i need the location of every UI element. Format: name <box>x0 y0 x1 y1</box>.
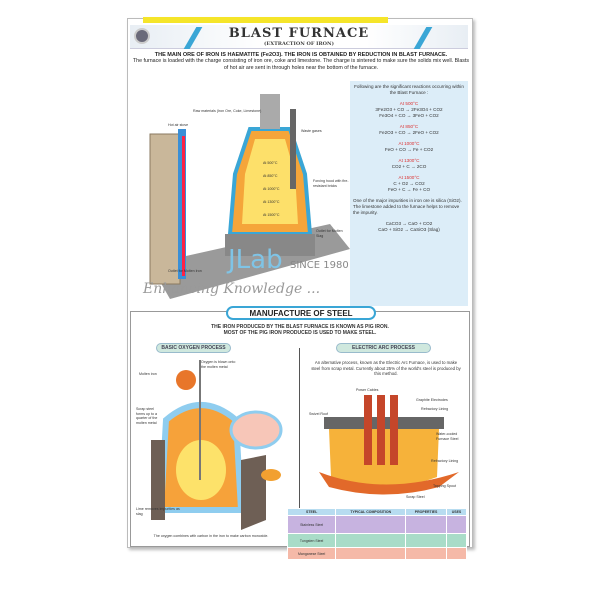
ladle <box>176 370 196 390</box>
table-cell: Stainless Steel <box>286 515 337 534</box>
steel-title: MANUFACTURE OF STEEL <box>226 306 376 320</box>
eaf-label: Water-cooled Furnace Steel <box>436 432 459 441</box>
steel-intro: THE IRON PRODUCED BY THE BLAST FURNACE I… <box>131 324 469 336</box>
electrode <box>377 395 385 465</box>
label-waste-gases: Waste gases <box>301 129 322 133</box>
eaf-title: ELECTRIC ARC PROCESS <box>336 343 431 353</box>
reaction-eq: FeO + CO → Fe + CO2 <box>384 147 434 152</box>
intro: THE MAIN ORE OF IRON IS HAEMATITE (Fe2O3… <box>132 52 470 71</box>
reaction-temp: At 1300°C <box>398 158 420 163</box>
furnace-core <box>242 139 298 224</box>
reaction-eq: Fe2O3 + CO → 2FeO + CO2 <box>379 130 439 135</box>
watermark-tagline: Enhancing Knowledge ... <box>143 281 321 297</box>
label-forcing-hood: Forcing hood with fire-resistant bricks <box>313 179 349 188</box>
poster: BLAST FURNACE (EXTRACTION OF IRON) THE M… <box>127 17 473 560</box>
bop-diagram <box>151 360 283 530</box>
intro-line2: The furnace is loaded with the charge co… <box>132 58 470 71</box>
furnace-top <box>260 94 280 129</box>
bop-label: Molten iron <box>139 372 157 376</box>
label-slag-outlet: Outlet for Molten Slag <box>316 229 343 238</box>
reaction-temp: At 500°C <box>399 101 419 106</box>
furnace-temp: At 1300°C <box>263 200 280 204</box>
header: BLAST FURNACE (EXTRACTION OF IRON) <box>130 25 468 49</box>
hot-air-pipe-inner <box>182 136 185 276</box>
bop-title: BASIC OXYGEN PROCESS <box>156 343 231 353</box>
hot-air-stove <box>149 133 181 285</box>
eaf-label: Graphite Electrodes <box>416 398 448 402</box>
table-row: Manganese Steel <box>286 547 468 560</box>
reaction-eq: FeO + C → Fe + CO <box>387 187 431 192</box>
divider <box>299 348 300 543</box>
support-left <box>151 440 165 520</box>
label-raw-materials: Raw materials (Iron Ore, Coke, Limestone… <box>193 109 262 113</box>
label-hot-air-stove: Hot air stove <box>168 123 189 127</box>
tilted-converter <box>229 410 283 450</box>
watermark-since: SINCE 1980 <box>290 260 349 271</box>
page-title: BLAST FURNACE <box>228 26 370 41</box>
steel-intro-1: THE IRON PRODUCED BY THE BLAST FURNACE I… <box>211 324 389 330</box>
logo-emblem <box>134 28 150 44</box>
furnace-hearth <box>225 234 315 256</box>
table-cell: Tungsten Steel <box>286 533 337 548</box>
table-row: Stainless Steel <box>286 515 468 534</box>
slag-eq: CaCO3 → CaO + CO2 <box>385 221 433 226</box>
eaf-label: Swivel Roof <box>309 412 328 416</box>
tapping-spout <box>319 472 459 495</box>
furnace-temp: At 850°C <box>263 174 278 178</box>
bop-label: Scrap steel forms up to a quarter of the… <box>136 407 158 425</box>
reactions-panel: Following are the significant reactions … <box>350 81 468 306</box>
table-header: TYPICAL COMPOSITION <box>335 508 407 516</box>
intro-line1: THE MAIN ORE OF IRON IS HAEMATITE (Fe2O3… <box>154 52 448 58</box>
table-header: USES <box>445 508 468 516</box>
top-strip <box>143 17 388 23</box>
table-cell: Manganese Steel <box>286 547 337 560</box>
furnace-temp: At 1500°C <box>263 213 280 217</box>
reaction-temp: At 850°C <box>399 124 419 129</box>
eaf-diagram <box>319 395 459 495</box>
watermark-brand: JLab <box>228 245 283 275</box>
table-header: STEEL <box>286 508 337 516</box>
skip-hoist <box>290 109 296 189</box>
steel-ladle <box>261 469 281 481</box>
blast-furnace-diagram <box>149 94 350 299</box>
steel-section: MANUFACTURE OF STEEL THE IRON PRODUCED B… <box>130 306 470 560</box>
eaf-label: Refractory Lining <box>431 459 459 463</box>
oxygen-lance <box>199 360 201 480</box>
eaf-label: Tapping Spout <box>433 484 456 488</box>
furnace-temp: At 500°C <box>263 161 278 165</box>
bop-label: Oxygen is blown onto the molten metal <box>201 360 236 369</box>
steel-intro-2: MOST OF THE PIG IRON PRODUCED IS USED TO… <box>223 330 377 336</box>
bop-label: Lime removes impurities as slag <box>136 507 180 516</box>
eaf-label: Power Cables <box>356 388 379 392</box>
reaction-eq: C + O2 → CO2 <box>393 181 425 186</box>
reactions-intro: Following are the significant reactions … <box>354 84 464 95</box>
page-subtitle: (EXTRACTION OF IRON) <box>264 41 334 47</box>
support-right <box>241 455 266 530</box>
reaction-temp: At 1000°C <box>398 141 420 146</box>
electrode <box>364 395 372 465</box>
reaction-eq: CO2 + C → 2CO <box>391 164 427 169</box>
impurity-note: One of the major impurities in iron ore … <box>353 198 462 215</box>
label-iron-outlet: Outlet for Molten Iron <box>168 269 202 273</box>
slag-eq: CaO + SiO2 → CaSiO3 (Slag) <box>378 227 440 232</box>
reaction-eq: Fe3O4 + CO → 3FeO + CO2 <box>379 113 439 118</box>
eaf-description: An alternative process, known as the Ele… <box>311 360 461 376</box>
reaction-eq: 3Fe2O3 + CO → 2Fe3O4 + CO2 <box>375 107 443 112</box>
electrode <box>390 395 398 465</box>
bop-label: The oxygen combines with carbon in the i… <box>153 534 269 538</box>
reaction-temp: At 1500°C <box>398 175 420 180</box>
table-row: Tungsten Steel <box>286 533 468 548</box>
eaf-label: Scrap Steel <box>406 495 425 499</box>
table-header: PROPERTIES <box>405 508 447 516</box>
furnace-temp: At 1000°C <box>263 187 280 191</box>
eaf-label: Refractory Lining <box>421 407 449 411</box>
